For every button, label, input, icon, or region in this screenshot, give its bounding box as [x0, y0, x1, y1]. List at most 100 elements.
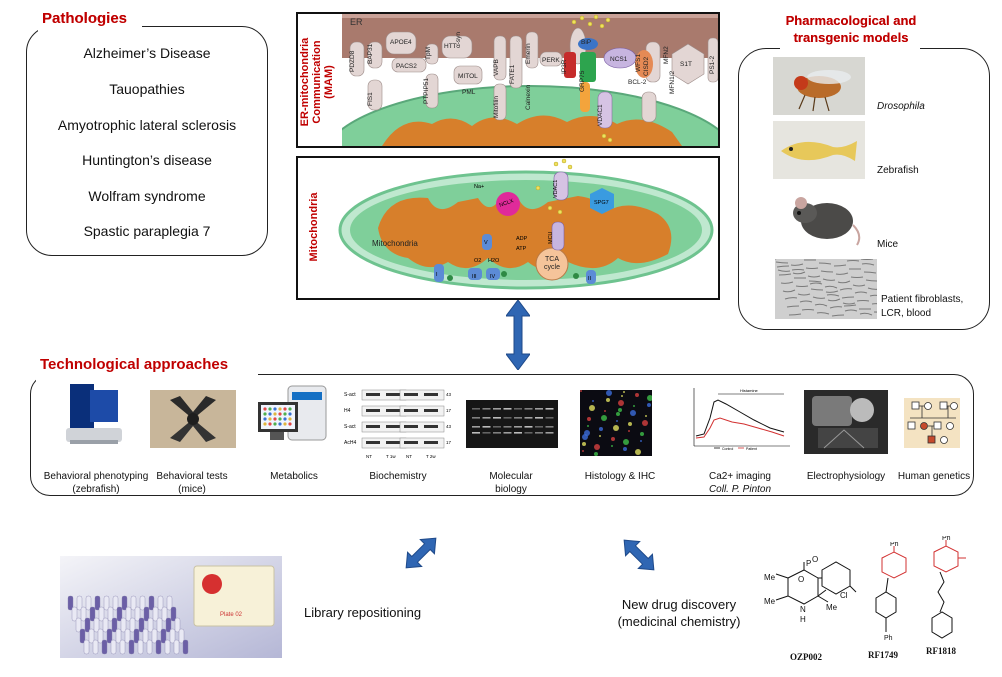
models-heading-gap: [780, 42, 920, 52]
gel-band: [514, 426, 522, 428]
cell-texture: [865, 279, 877, 282]
blot-band: [386, 393, 400, 396]
vial: [102, 617, 109, 633]
tca-label-2: cycle: [544, 264, 560, 271]
calcium-dots: [571, 14, 613, 143]
gel-band: [493, 432, 501, 434]
mam-illustration: ER: [342, 14, 718, 146]
compound-library-image: Plate 02: [60, 556, 282, 658]
blot-size-label: 17 KDa: [446, 440, 452, 445]
protein-label: TpM: [425, 47, 432, 60]
mito-protein-label: O2: [474, 258, 481, 264]
calcium-dots-mito: [535, 158, 573, 215]
histo-cell: [640, 432, 644, 436]
cell-texture: [833, 264, 847, 267]
grp75-protein: [580, 52, 596, 82]
blot-panel: [399, 437, 445, 449]
pathologies-box: Alzheimer’s Disease Tauopathies Amyotrop…: [26, 26, 268, 256]
spg7-protein: [590, 188, 614, 214]
histo-cell: [594, 444, 600, 450]
blot-size-label: 43 KDa: [446, 392, 452, 397]
histo-cell: [647, 395, 652, 401]
blot-band: [366, 409, 380, 412]
svg-text:Ph: Ph: [890, 542, 899, 548]
cell-texture: [784, 297, 798, 300]
gel-band: [503, 408, 512, 410]
cell-texture: [861, 263, 875, 266]
vial: [112, 595, 119, 611]
vial: [129, 617, 136, 633]
vial: [106, 628, 113, 644]
vial: [120, 617, 127, 633]
rf1818-structure: Ph: [931, 536, 966, 639]
vial: [161, 606, 168, 622]
svg-text:Me: Me: [764, 573, 776, 582]
histo-cell: [623, 447, 627, 451]
vial: [160, 628, 167, 644]
library-label: Library repositioning: [304, 605, 422, 620]
mito-protein-label: I: [436, 272, 438, 278]
tech-heading-gap: [36, 360, 258, 382]
plate-well: [263, 417, 267, 421]
blot-band: [424, 393, 438, 396]
cell-texture: [873, 311, 877, 313]
histo-cell: [635, 393, 639, 397]
gel-band: [493, 426, 501, 428]
plate-well: [273, 407, 277, 411]
electrophysiology-image: [804, 390, 888, 454]
protein-label: VDAC1: [597, 104, 604, 126]
protein-label: PACS2: [396, 63, 417, 70]
histo-cell: [623, 391, 625, 393]
tech-label: Behavioral tests(mice): [156, 471, 228, 495]
pathology-item: Spastic paraplegia 7: [83, 223, 211, 239]
blot-band: [424, 409, 438, 412]
protein-label: α-syn: [455, 32, 462, 48]
blot-row-label: H4: [344, 408, 351, 414]
plate-well: [283, 417, 287, 421]
vial: [93, 617, 100, 633]
mito-protein-label: MCU: [548, 231, 554, 244]
protein-label: GRP75: [579, 70, 586, 92]
vial: [134, 606, 141, 622]
protein-label: S1T: [680, 61, 692, 68]
er-label: ER: [350, 17, 363, 27]
protein-label: IP3R: [561, 59, 568, 74]
blot-band: [424, 441, 438, 444]
cell-texture: [797, 293, 811, 296]
mito-protein-label: III: [472, 274, 477, 280]
mito-protein-label: NCLX: [499, 198, 515, 209]
blot-band: [386, 441, 400, 444]
compound-label: RF1749: [868, 650, 898, 660]
vial: [115, 628, 122, 644]
vial: [146, 639, 153, 655]
cell-texture: [841, 296, 855, 299]
blot-panel: [399, 405, 445, 417]
vial: [97, 628, 104, 644]
mam-side-label: ER-mitochondria Communication (MAM): [299, 37, 335, 127]
histo-cell: [647, 403, 651, 407]
vial: [76, 595, 83, 611]
cell-texture: [816, 312, 830, 315]
cell-texture: [778, 273, 792, 276]
cell-texture: [869, 294, 877, 297]
plate-well: [268, 422, 272, 426]
protein-label: Mitofilin: [493, 96, 500, 118]
vial: [128, 639, 135, 655]
mito-illustration: TCA cycle Mitochondria NCLXMCUVDAC1SPG7A…: [338, 158, 714, 290]
mito-protein-label: ADP: [516, 236, 528, 242]
histo-cell: [633, 405, 635, 407]
pathology-item: Tauopathies: [109, 81, 185, 97]
histo-cell: [628, 422, 632, 426]
mito-protein-label: VDAC1: [553, 180, 559, 198]
pedigree-image: [904, 398, 960, 448]
blot-row-label: AcH4: [344, 440, 356, 446]
histo-cell: [599, 435, 601, 437]
blot-size-label: 43 KDa: [446, 424, 452, 429]
mam-panel: ER-mitochondria Communication (MAM) ER: [296, 12, 720, 148]
svg-text:Ph: Ph: [942, 536, 951, 542]
ip3r-protein: [564, 52, 576, 78]
vial: [71, 606, 78, 622]
